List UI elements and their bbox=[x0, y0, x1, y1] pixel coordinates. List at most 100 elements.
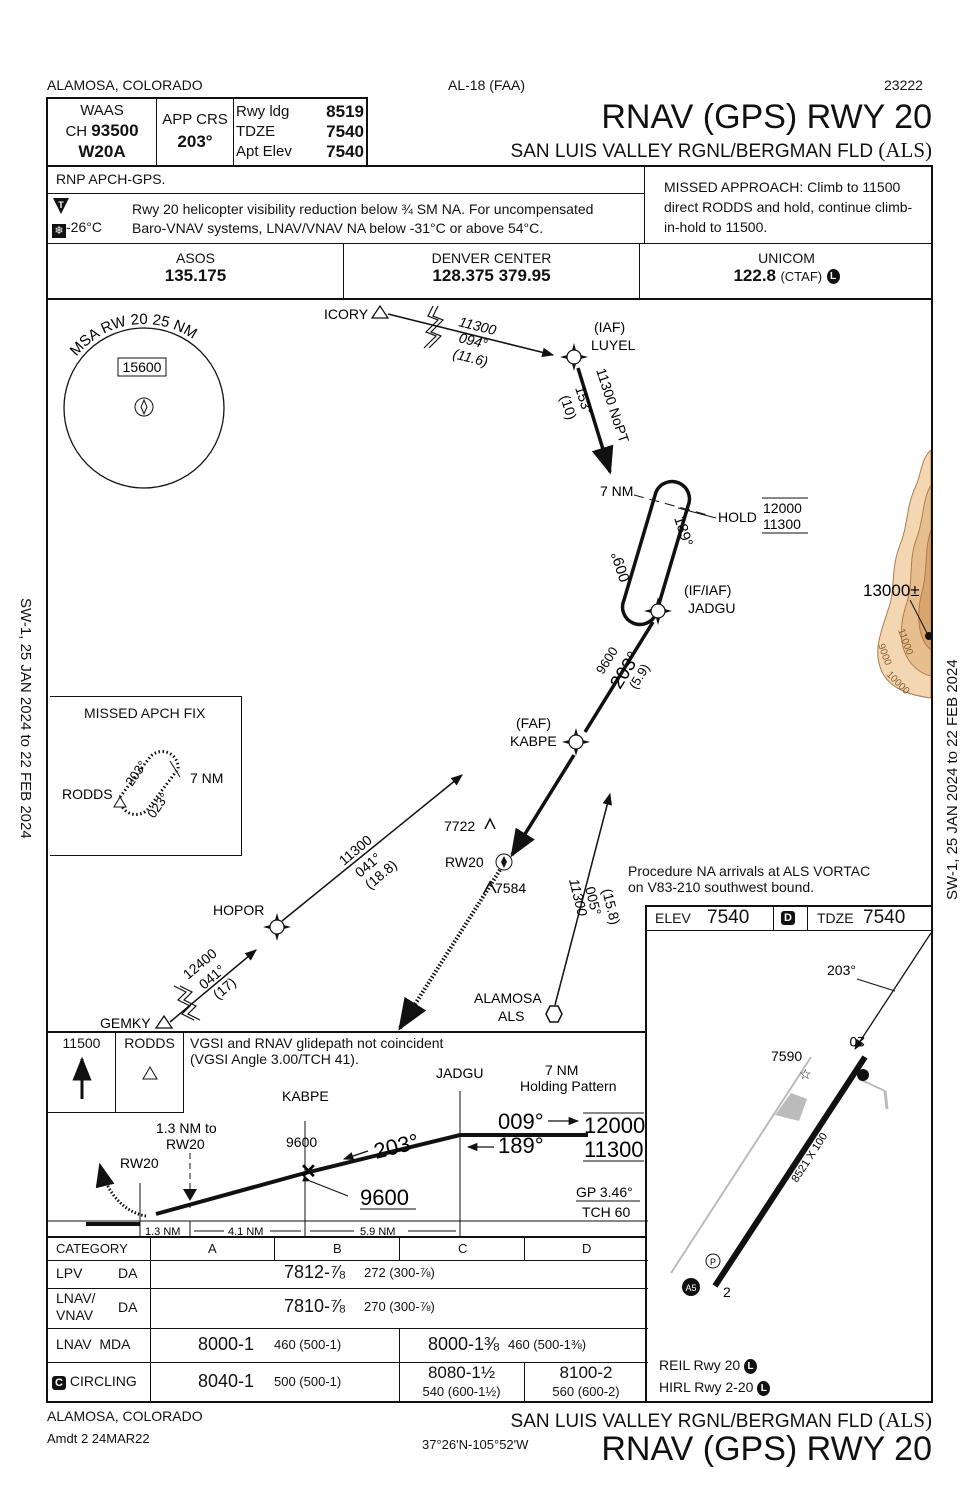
airport-diagram-svg: 203° 8521 X 100 20 2 7590 ☆ P A5 bbox=[670, 932, 931, 1300]
footer-amendment: Amdt 2 24MAR22 bbox=[47, 1431, 150, 1446]
circ-d-value: 8100-2 bbox=[559, 1363, 613, 1382]
vgsi-note-line-1: VGSI and RNAV glidepath not coincident bbox=[190, 1035, 444, 1051]
runway-end-20: 20 bbox=[849, 1034, 865, 1050]
circ-ab-hat: 500 (500-1) bbox=[274, 1374, 342, 1389]
missed-climb-alt: 11500 bbox=[62, 1035, 101, 1051]
elev-label: ELEV bbox=[655, 910, 691, 926]
lnav-vnav-hat: 270 (300-⅞) bbox=[364, 1299, 435, 1314]
als-leg-crs: 005° bbox=[582, 885, 605, 917]
tdze-label: TDZE bbox=[236, 123, 276, 140]
terrain-spot-elevation: 13000± bbox=[863, 581, 920, 600]
hold-outbound-crs: 009° bbox=[608, 549, 634, 584]
lnav-type: MDA bbox=[99, 1336, 131, 1352]
waas-box: WAAS CH 93500 W20A bbox=[48, 99, 157, 165]
circling-label: C CIRCLING bbox=[52, 1373, 137, 1390]
lnav-label: LNAV MDA bbox=[56, 1336, 130, 1352]
apron bbox=[775, 1093, 807, 1121]
profile-tch: TCH 60 bbox=[582, 1204, 630, 1220]
break-icon bbox=[423, 305, 440, 349]
profile-hold-title-1: 7 NM bbox=[545, 1062, 578, 1078]
comm-name: UNICOM bbox=[758, 250, 815, 266]
lnav-label-text: LNAV bbox=[56, 1336, 92, 1352]
procedure-title: RNAV (GPS) RWY 20 bbox=[601, 98, 932, 136]
holding-pattern bbox=[620, 479, 692, 627]
obstacle-icon bbox=[484, 817, 496, 830]
missed-climb-box: 11500 bbox=[48, 1033, 116, 1113]
obstacle-7722: 7722 bbox=[444, 818, 475, 834]
missed-fix-crs-in: 023° bbox=[144, 790, 172, 821]
segment-2: 4.1 NM bbox=[228, 1226, 263, 1238]
circ-d-hat: 560 (600-2) bbox=[552, 1384, 620, 1399]
navaid-alamosa-name: ALAMOSA bbox=[474, 990, 542, 1006]
profile-svg: JADGU KABPE 9600 1.3 NM to RW20 RW20 ✕ 2… bbox=[48, 1062, 648, 1238]
hold-leg-length: 7 NM bbox=[600, 483, 633, 499]
profile-kabpe-alt: 9600 bbox=[286, 1134, 317, 1150]
lpv-hat: 272 (300-⅞) bbox=[364, 1265, 435, 1280]
missed-approach-text: MISSED APPROACH: Climb to 11500 direct R… bbox=[664, 179, 913, 235]
procedure-number: 23222 bbox=[884, 77, 923, 93]
ch-value: 93500 bbox=[91, 121, 139, 140]
rw20-waypoint-icon bbox=[495, 853, 513, 871]
jadgu-kabpe-leg bbox=[583, 621, 655, 733]
comm-freq: 122.8 bbox=[733, 266, 776, 285]
profile-hold-title-2: Holding Pattern bbox=[520, 1078, 617, 1094]
hold-leg-mark bbox=[633, 494, 709, 516]
rodds-waypoint-icon bbox=[113, 796, 127, 808]
tdze-value: 7540 bbox=[326, 122, 364, 141]
left-margin-dates: SW-1, 25 JAN 2024 to 22 FEB 2024 bbox=[17, 598, 34, 839]
lnav-ab-hat: 460 (500-1) bbox=[274, 1337, 342, 1352]
d-symbol: D bbox=[781, 911, 795, 925]
profile-crs-in: 189° bbox=[498, 1133, 544, 1158]
p-symbol: P bbox=[710, 1257, 716, 1267]
header-cat-d: D bbox=[582, 1241, 592, 1256]
hold-label: HOLD bbox=[718, 509, 757, 525]
circling-c-icon: C bbox=[52, 1376, 66, 1390]
right-margin-dates: SW-1, 25 JAN 2024 to 22 FEB 2024 bbox=[944, 659, 961, 900]
app-crs-value: 203° bbox=[177, 132, 213, 151]
reil-text: REIL Rwy 20 bbox=[659, 1357, 741, 1373]
circ-c-value: 8080-1½ bbox=[427, 1363, 496, 1382]
profile-glideslope-alt: 9600 bbox=[360, 1185, 409, 1210]
app-crs-box: APP CRS 203° bbox=[157, 99, 234, 165]
comm-freq: 128.375 379.95 bbox=[432, 266, 551, 285]
missed-fix-box: RODDS bbox=[116, 1033, 184, 1113]
diagram-obstacle-elev: 7590 bbox=[771, 1048, 802, 1064]
apt-elev-value: 7540 bbox=[326, 142, 364, 161]
profile-rw20-dist-2: RW20 bbox=[166, 1136, 205, 1152]
fix-kabpe-role: (FAF) bbox=[516, 715, 551, 731]
ch-label: CH bbox=[65, 123, 88, 140]
profile-rw20-dist-1: 1.3 NM to bbox=[156, 1120, 217, 1136]
luyel-fix-icon bbox=[560, 343, 588, 371]
circ-c-hat: 540 (600-1½) bbox=[422, 1384, 501, 1399]
taxiway bbox=[670, 1056, 812, 1274]
icory-leg-crs: 094° bbox=[457, 329, 489, 352]
runway-2-20 bbox=[712, 1055, 868, 1288]
header-cat-a: A bbox=[208, 1241, 217, 1256]
header-category: CATEGORY bbox=[56, 1241, 128, 1256]
notes-line-1: Rwy 20 helicopter visibility reduction b… bbox=[132, 201, 594, 217]
fix-luyel: LUYEL bbox=[591, 337, 636, 353]
terrain-peak-dot bbox=[925, 632, 931, 640]
profile-hold-alt-max: 12000 bbox=[584, 1113, 645, 1138]
alamosa-vortac-icon bbox=[545, 1005, 563, 1023]
vdp-icon bbox=[183, 1189, 197, 1201]
obstacle-icon bbox=[483, 880, 497, 894]
rodds-waypoint-icon bbox=[141, 1066, 158, 1080]
missed-fix-leg: 7 NM bbox=[190, 770, 223, 786]
hopor-leg bbox=[281, 774, 463, 922]
fix-jadgu: JADGU bbox=[688, 600, 735, 616]
hirl-text: HIRL Rwy 2-20 bbox=[659, 1379, 754, 1395]
msa-altitude: 15600 bbox=[123, 359, 162, 375]
hold-alt-min: 11300 bbox=[763, 516, 801, 532]
tdze-diagram-value: 7540 bbox=[863, 907, 906, 928]
footer-coords: 37°26'N-105°52'W bbox=[422, 1437, 529, 1452]
fix-hopor: HOPOR bbox=[213, 902, 264, 918]
airport-name: SAN LUIS VALLEY RGNL/BERGMAN FLD bbox=[510, 141, 874, 162]
missed-apch-fix-inset: MISSED APCH FIX RODDS 7 NM 203° 023° bbox=[50, 696, 242, 856]
gemky-waypoint-icon bbox=[154, 1014, 174, 1029]
notes-line-2: Baro-VNAV systems, LNAV/VNAV NA below -3… bbox=[132, 220, 544, 236]
msa-circle bbox=[63, 327, 225, 489]
rwy-ldg-label: Rwy ldg bbox=[236, 103, 290, 120]
pilot-controlled-lighting-icon: L bbox=[826, 269, 840, 285]
